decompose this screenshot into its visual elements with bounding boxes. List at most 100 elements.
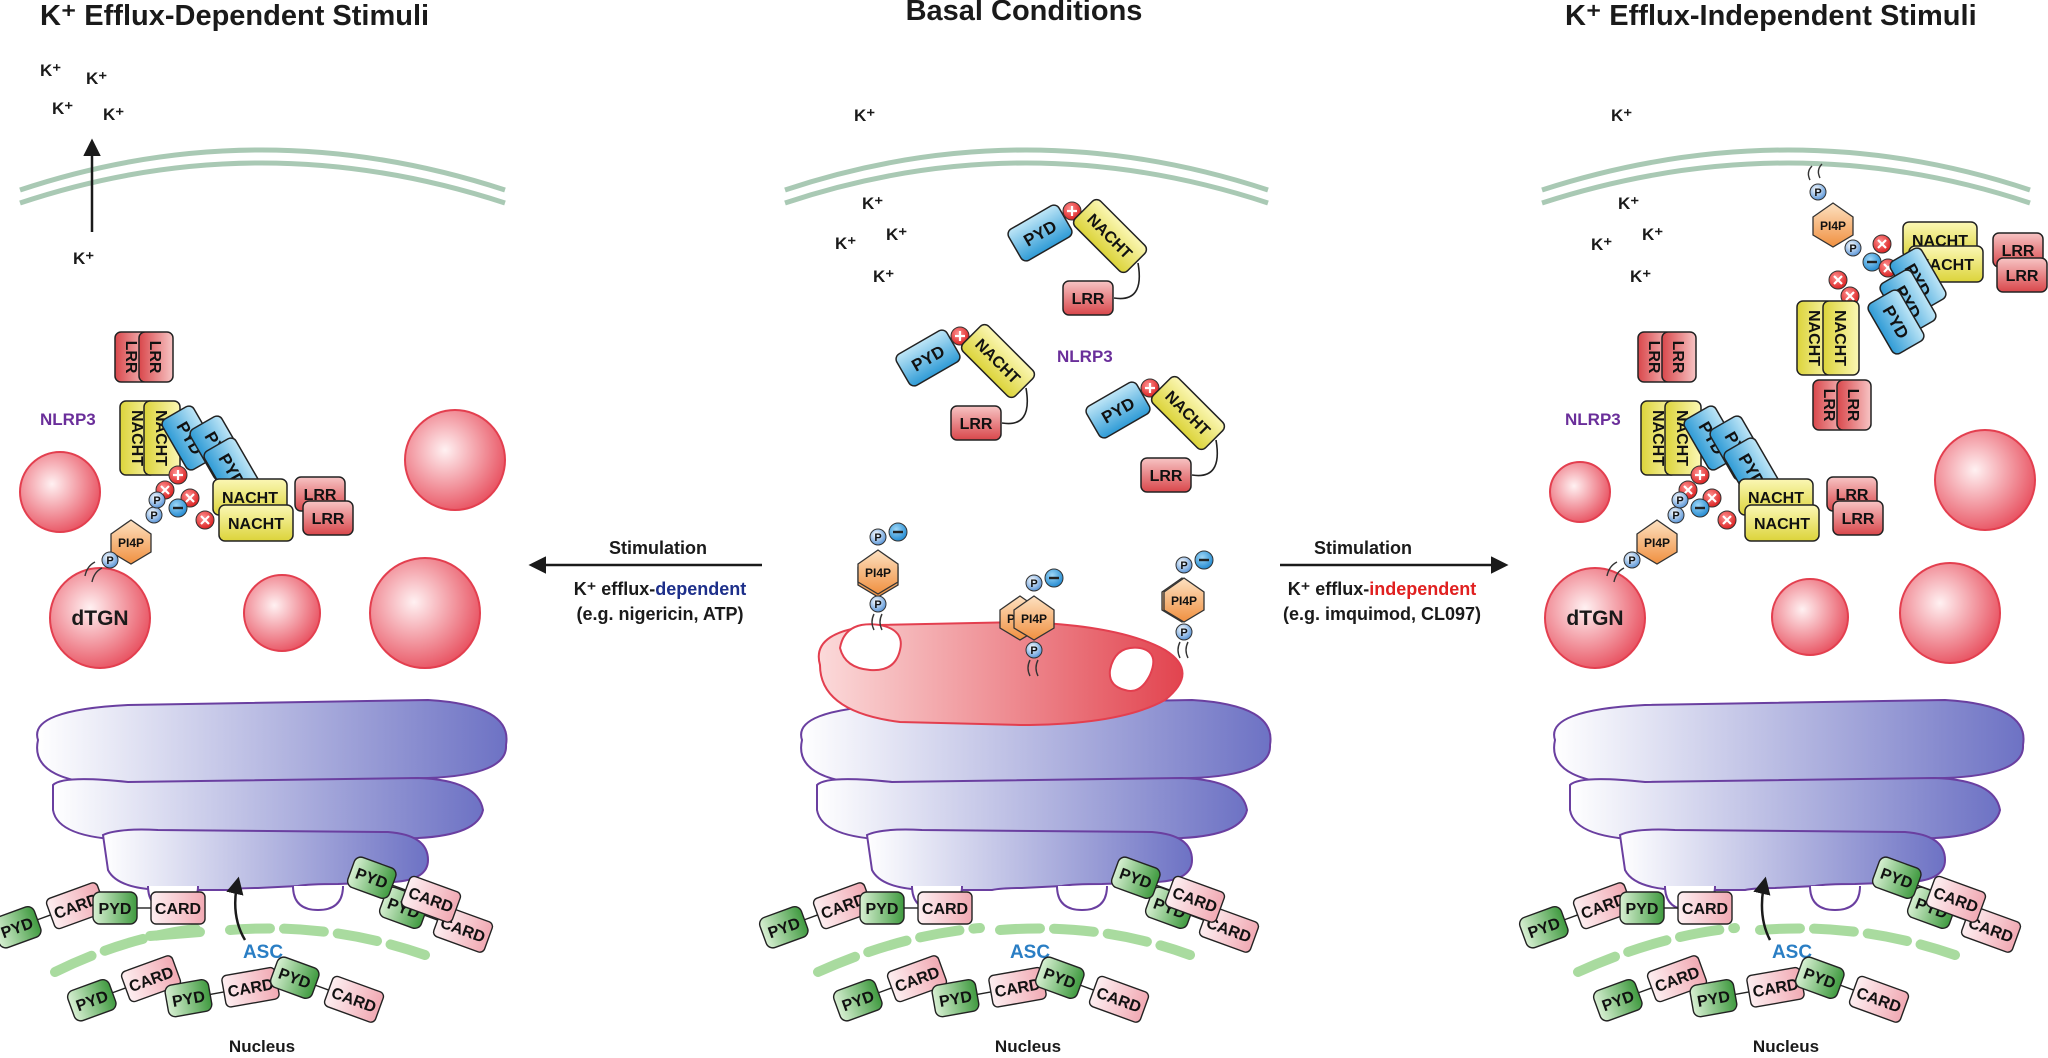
nacht-domain: NACHT — [1744, 504, 1820, 542]
lrr-domain: LRR — [1996, 257, 2048, 293]
pi4p-label: PI4P — [1644, 536, 1670, 550]
svg-text:P: P — [1676, 495, 1683, 507]
k-ion: K⁺ — [40, 61, 61, 80]
nucleus-label: Nucleus — [229, 1037, 295, 1056]
plasma-membrane-center — [784, 147, 1269, 206]
plasma-membrane-right — [1541, 147, 2031, 206]
phosphate-icon: P — [869, 528, 887, 546]
golgi-apparatus-left — [36, 698, 508, 912]
right-panel-title: K⁺ Efflux-Independent Stimuli — [1565, 0, 1977, 32]
center-panel-title: Basal Conditions — [906, 0, 1143, 27]
stimulation-type: K⁺ efflux-dependent — [574, 579, 747, 599]
lrr-domain: LRR — [1661, 331, 1697, 383]
pi4p-lipid: PI4P — [1812, 202, 1854, 248]
nacht-domain: NACHT — [1150, 375, 1226, 451]
k-ion: K⁺ — [1642, 225, 1663, 244]
stimulation-label: Stimulation — [1314, 538, 1412, 558]
nacht-domain: NACHT — [218, 504, 294, 542]
nuclear-envelope-right — [1573, 923, 1960, 977]
stimulation-type-highlight: independent — [1369, 579, 1476, 599]
dtgn-vesicle-left: dTGN — [49, 567, 151, 669]
svg-text:P: P — [153, 495, 160, 507]
nacht-domain-label: NACHT — [128, 410, 145, 466]
lrr-domain-label: LRR — [960, 416, 993, 433]
pi4p-label: PI4P — [118, 536, 144, 550]
k-ion: K⁺ — [52, 99, 73, 118]
k-ion: K⁺ — [1630, 267, 1651, 286]
lrr-domain-label: LRR — [146, 341, 163, 374]
phosphate-icon: P — [1844, 239, 1862, 257]
lrr-domain-label: LRR — [122, 341, 139, 374]
stimulation-type-highlight: dependent — [655, 579, 746, 599]
nucleus-label: Nucleus — [995, 1037, 1061, 1056]
negative-charge-icon — [168, 498, 188, 518]
svg-text:P: P — [1628, 555, 1635, 567]
asc-label: ASC — [243, 942, 283, 963]
phosphate-icon: P — [1025, 574, 1043, 592]
lrr-domain-label: LRR — [2006, 268, 2039, 285]
lrr-domain-label: LRR — [304, 487, 337, 504]
lrr-domain-label: LRR — [1645, 341, 1662, 374]
cross-charge-icon — [195, 510, 215, 530]
phosphate-icon: P — [145, 506, 163, 524]
nuclear-envelope-left — [50, 923, 430, 977]
lrr-domain-label: LRR — [1836, 487, 1869, 504]
asc-recruit-arrow-right — [1753, 876, 1772, 941]
negative-charge-icon — [888, 522, 908, 542]
stimulation-type-prefix: K⁺ efflux- — [574, 579, 656, 599]
stimulation-arrow-right: Stimulation K⁺ efflux-independent (e.g. … — [1280, 538, 1509, 624]
lrr-domain: LRR — [1836, 379, 1872, 431]
cross-charge-icon — [1828, 270, 1848, 290]
k-ion: K⁺ — [103, 105, 124, 124]
lrr-domain: LRR — [302, 500, 354, 536]
pyd-domain: PYD — [895, 329, 961, 387]
pyd-domain: PYD — [1007, 204, 1073, 262]
lrr-domain-label: LRR — [1669, 341, 1686, 374]
k-ion: K⁺ — [886, 225, 907, 244]
asc-label: ASC — [1772, 942, 1812, 963]
asc-card-label: CARD — [155, 901, 201, 918]
cross-charge-icon — [1872, 234, 1892, 254]
pi4p-lipid: PI4P — [1636, 519, 1678, 565]
linker — [1001, 387, 1028, 425]
lrr-domain-label: LRR — [312, 511, 345, 528]
k-ion: K⁺ — [1591, 235, 1612, 254]
svg-text:P: P — [1672, 510, 1679, 522]
stimulation-examples: (e.g. nigericin, ATP) — [576, 604, 743, 624]
asc-label: ASC — [1010, 942, 1050, 963]
cross-charge-icon — [1717, 510, 1737, 530]
k-ion: K⁺ — [854, 106, 875, 125]
svg-text:P: P — [1849, 243, 1856, 255]
k-ion: K⁺ — [862, 194, 883, 213]
molecules-layer: PYDNACHTLRRPYDNACHTLRRPYDNACHTLRRPI4PPI4… — [0, 163, 2048, 1023]
lrr-domain-label: LRR — [1820, 389, 1837, 422]
negative-charge-icon — [1862, 252, 1882, 272]
nlrp3-label: NLRP3 — [40, 410, 96, 429]
k-ion: K⁺ — [835, 234, 856, 253]
nacht-domain-label: NACHT — [1754, 516, 1810, 533]
positive-charge-icon — [1062, 201, 1082, 221]
dtgn-label: dTGN — [71, 607, 128, 630]
nacht-domain-label: NACHT — [228, 516, 284, 533]
k-ion: K⁺ — [86, 69, 107, 88]
k-ion: K⁺ — [1618, 194, 1639, 213]
positive-charge-icon — [168, 465, 188, 485]
nacht-domain: NACHT — [1822, 300, 1860, 376]
k-ion: K⁺ — [1611, 106, 1632, 125]
pi4p-label: PI4P — [1171, 594, 1197, 608]
linker — [1113, 262, 1140, 300]
